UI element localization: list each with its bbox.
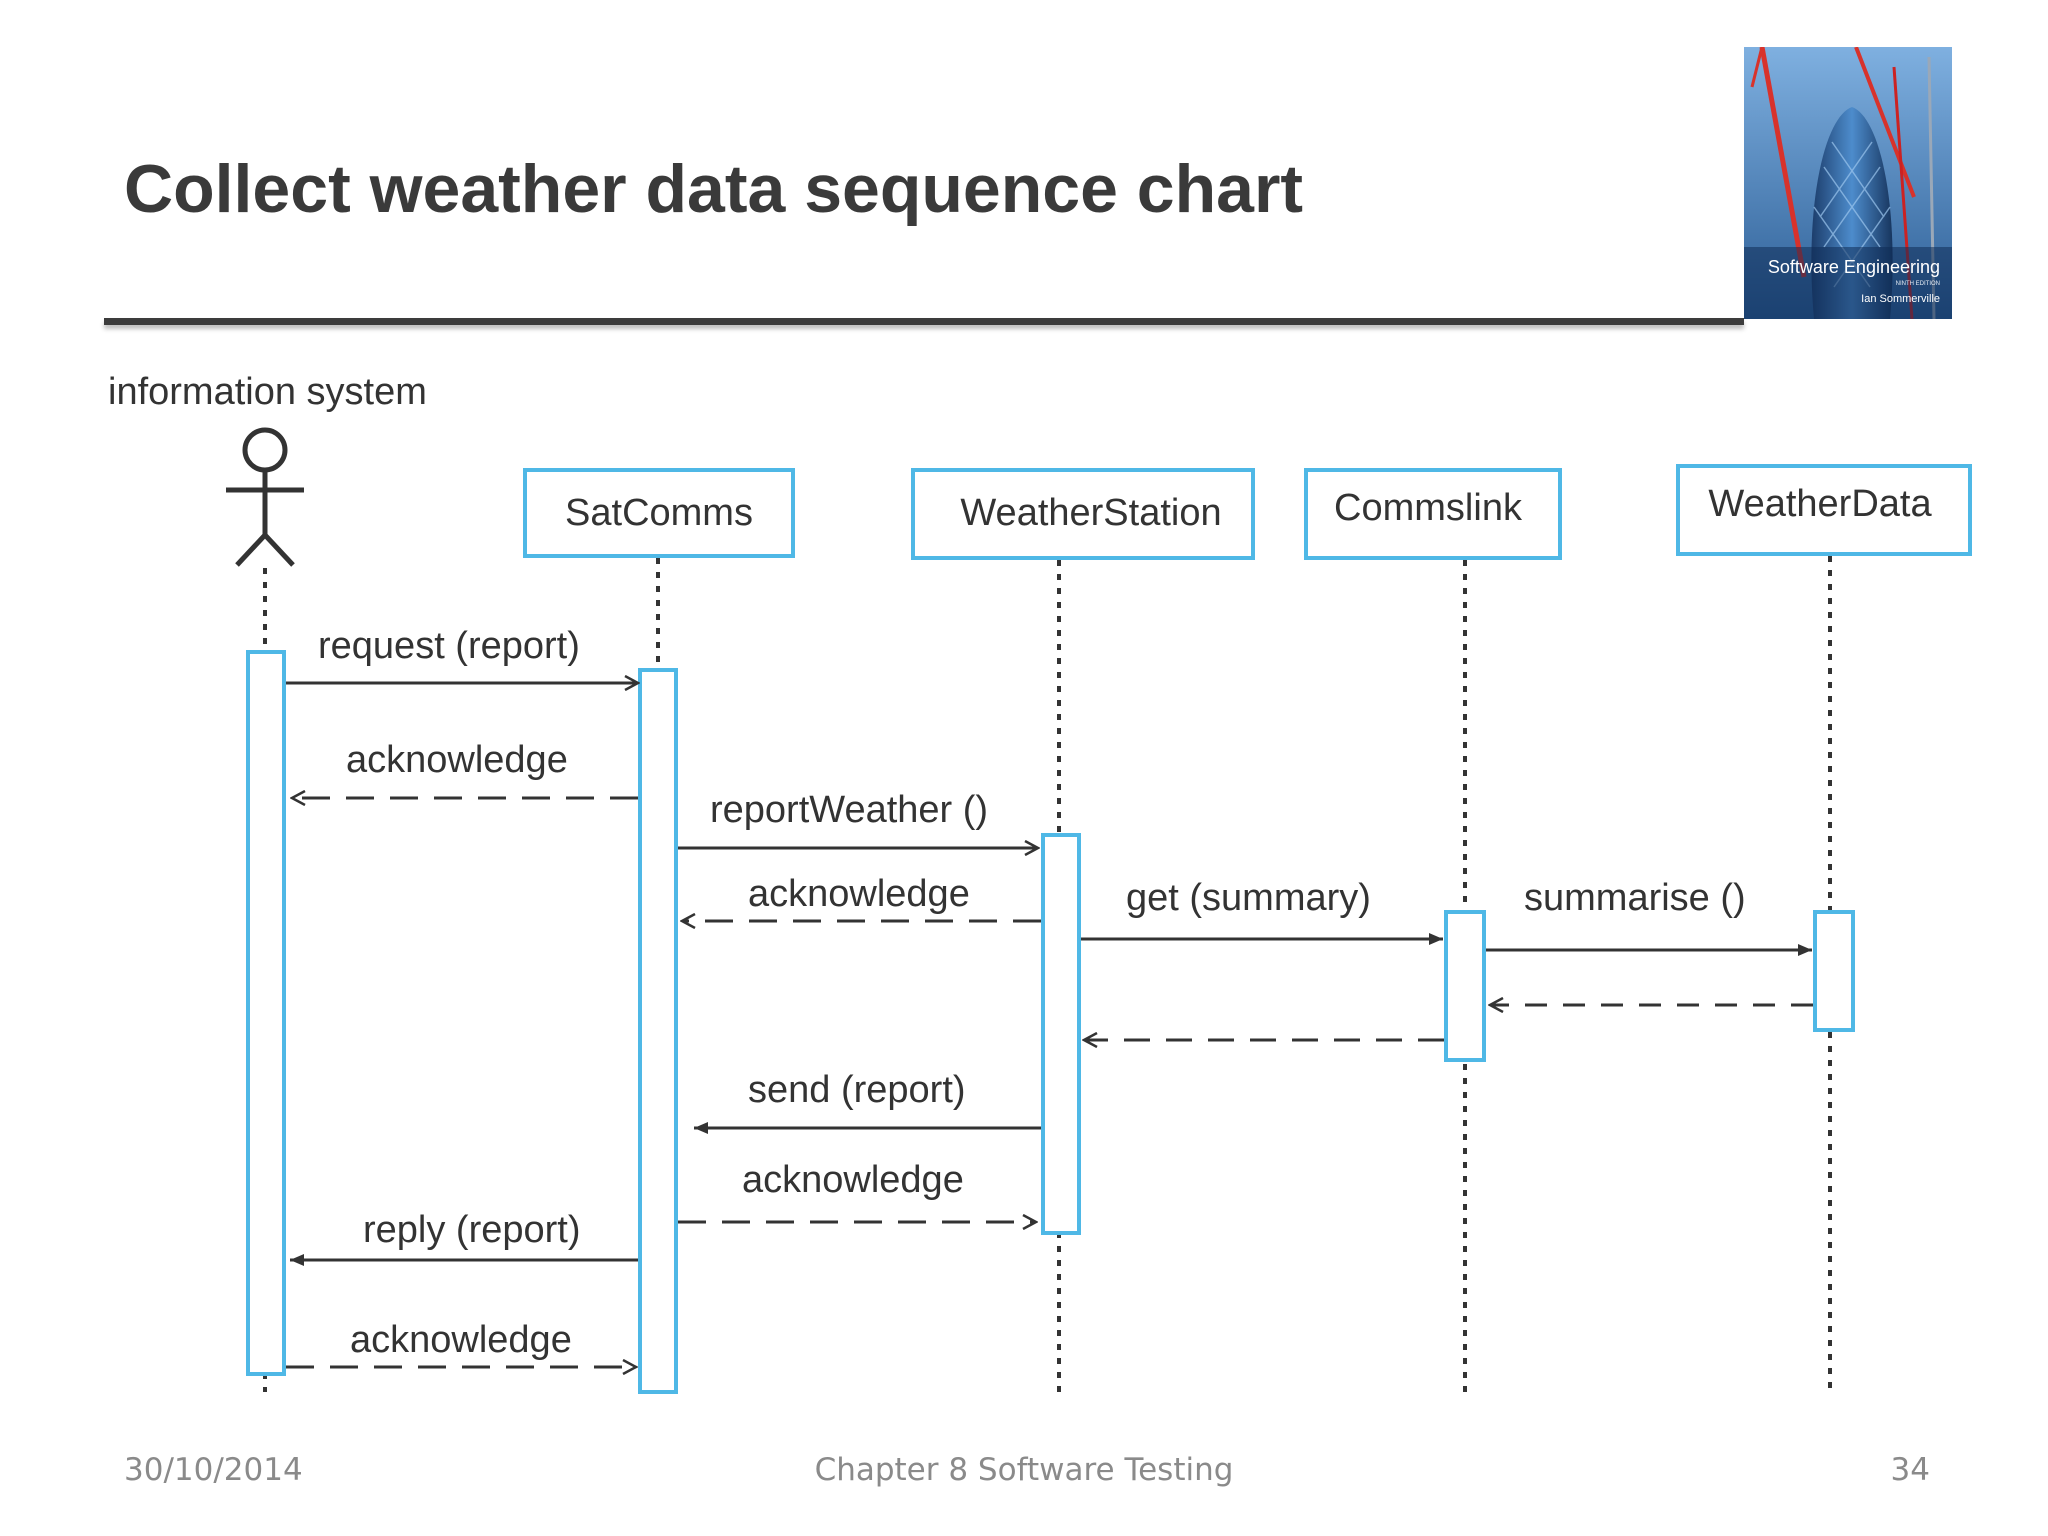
activation-commslink — [1444, 910, 1486, 1062]
actor-stick-figure — [226, 427, 304, 567]
message-label: acknowledge — [742, 1159, 964, 1201]
object-satcomms: SatComms — [523, 468, 795, 558]
cover-illustration — [1744, 47, 1952, 319]
page-number: 34 — [1890, 1452, 1930, 1488]
message-label: acknowledge — [350, 1319, 572, 1361]
object-label: SatComms — [565, 492, 753, 534]
object-weatherdata: WeatherData — [1676, 464, 1972, 556]
object-label: Commslink — [1334, 487, 1523, 529]
book-cover-image: Software Engineering NINTH EDITION Ian S… — [1744, 47, 1952, 319]
message-label: request (report) — [318, 625, 580, 667]
footer-chapter: Chapter 8 Software Testing — [814, 1452, 1234, 1488]
title-divider — [104, 318, 1744, 325]
activation-weatherdata — [1813, 910, 1855, 1032]
actor-label: information system — [108, 371, 427, 413]
activation-weatherstation — [1041, 833, 1081, 1235]
cover-author: Ian Sommerville — [1861, 293, 1940, 305]
message-label: get (summary) — [1126, 877, 1371, 919]
message-label: summarise () — [1524, 877, 1746, 919]
object-label: WeatherStation — [960, 492, 1221, 534]
activation-satcomms — [638, 668, 678, 1394]
cover-title: Software Engineering — [1767, 257, 1940, 277]
activation-actor — [246, 650, 286, 1376]
message-label: reply (report) — [363, 1209, 581, 1251]
object-label: WeatherData — [1708, 483, 1932, 525]
object-weatherstation: WeatherStation — [911, 468, 1255, 560]
message-label: reportWeather () — [710, 789, 988, 831]
message-label: acknowledge — [748, 873, 970, 915]
slide-title: Collect weather data sequence chart — [124, 151, 1304, 227]
footer-date: 30/10/2014 — [124, 1452, 303, 1488]
cover-edition: NINTH EDITION — [1895, 281, 1940, 287]
object-commslink: Commslink — [1304, 468, 1562, 560]
message-label: send (report) — [748, 1069, 966, 1111]
message-label: acknowledge — [346, 739, 568, 781]
